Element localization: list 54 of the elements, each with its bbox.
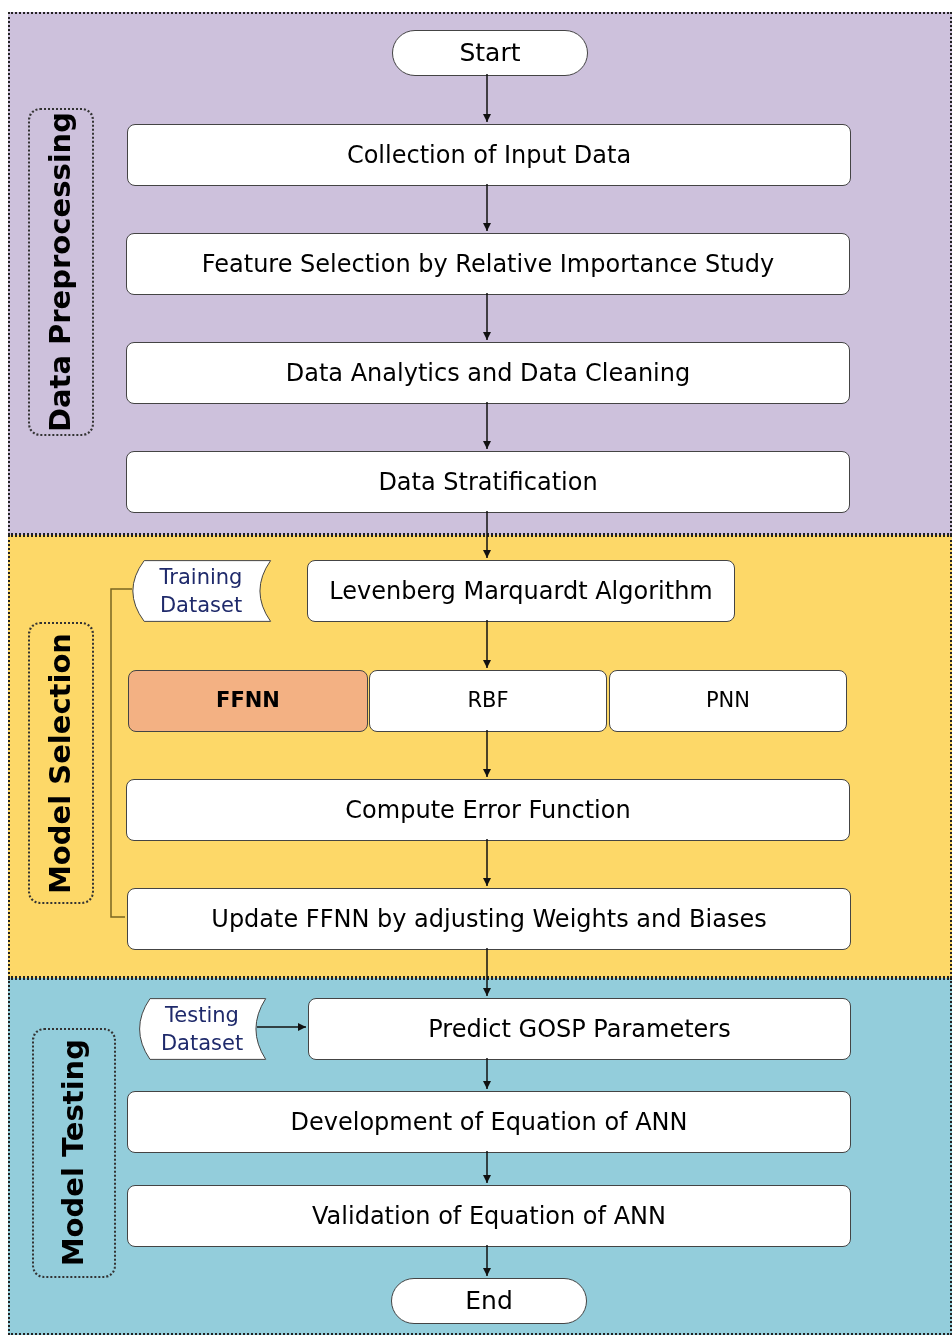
process-box [126,451,850,513]
arrow [483,292,491,341]
bracket-line [110,588,133,918]
model-option-box [369,670,607,732]
process-box [127,1185,851,1247]
stage-label: Model Selection [42,632,79,894]
process-label: Compute Error Function [345,795,631,826]
arrow [483,1244,491,1277]
model-option-box [128,670,368,732]
model-label: RBF [467,687,509,715]
model-label: PNN [705,687,751,715]
arrow [483,619,491,669]
process-box [307,560,735,622]
stage-band [8,12,952,535]
arrow [483,1150,491,1184]
process-label: Validation of Equation of ANN [312,1201,666,1232]
stage-band [8,978,952,1335]
process-box [127,124,851,186]
terminal-label: End [465,1285,513,1318]
process-label: Data Stratification [378,467,598,498]
process-box [308,998,851,1060]
stage-label: Data Preprocessing [42,111,79,433]
process-label: Collection of Input Data [346,140,632,171]
stage-label: Model Testing [55,1039,92,1267]
terminal-pill [391,1278,587,1324]
process-box [126,779,850,841]
arrow [483,947,491,997]
arrow [483,73,491,123]
arrow [483,401,491,450]
dataset-shape [130,560,272,622]
process-box [127,1091,851,1153]
process-label: Development of Equation of ANN [290,1107,688,1138]
process-label: Data Analytics and Data Cleaning [285,358,691,389]
process-label: Predict GOSP Parameters [428,1014,731,1045]
stage-band [8,535,952,978]
dataset-label: Testing Dataset [159,1002,245,1057]
process-label: Feature Selection by Relative Importance Study [201,249,775,280]
process-box [126,233,850,295]
terminal-label: Start [459,37,521,70]
process-label: Update FFNN by adjusting Weights and Biases [211,904,767,935]
process-label: Levenberg Marquardt Algorithm [329,576,713,607]
dataset-label: Training Dataset [158,564,244,619]
model-label: FFNN [216,687,280,715]
arrow [483,729,491,778]
process-box [127,888,851,950]
terminal-pill [392,30,588,76]
arrow [483,838,491,887]
model-option-box [609,670,847,732]
arrow [483,510,491,559]
arrow [256,1023,307,1031]
arrow [483,183,491,232]
process-box [126,342,850,404]
arrow [483,1057,491,1090]
dataset-shape [137,998,267,1060]
